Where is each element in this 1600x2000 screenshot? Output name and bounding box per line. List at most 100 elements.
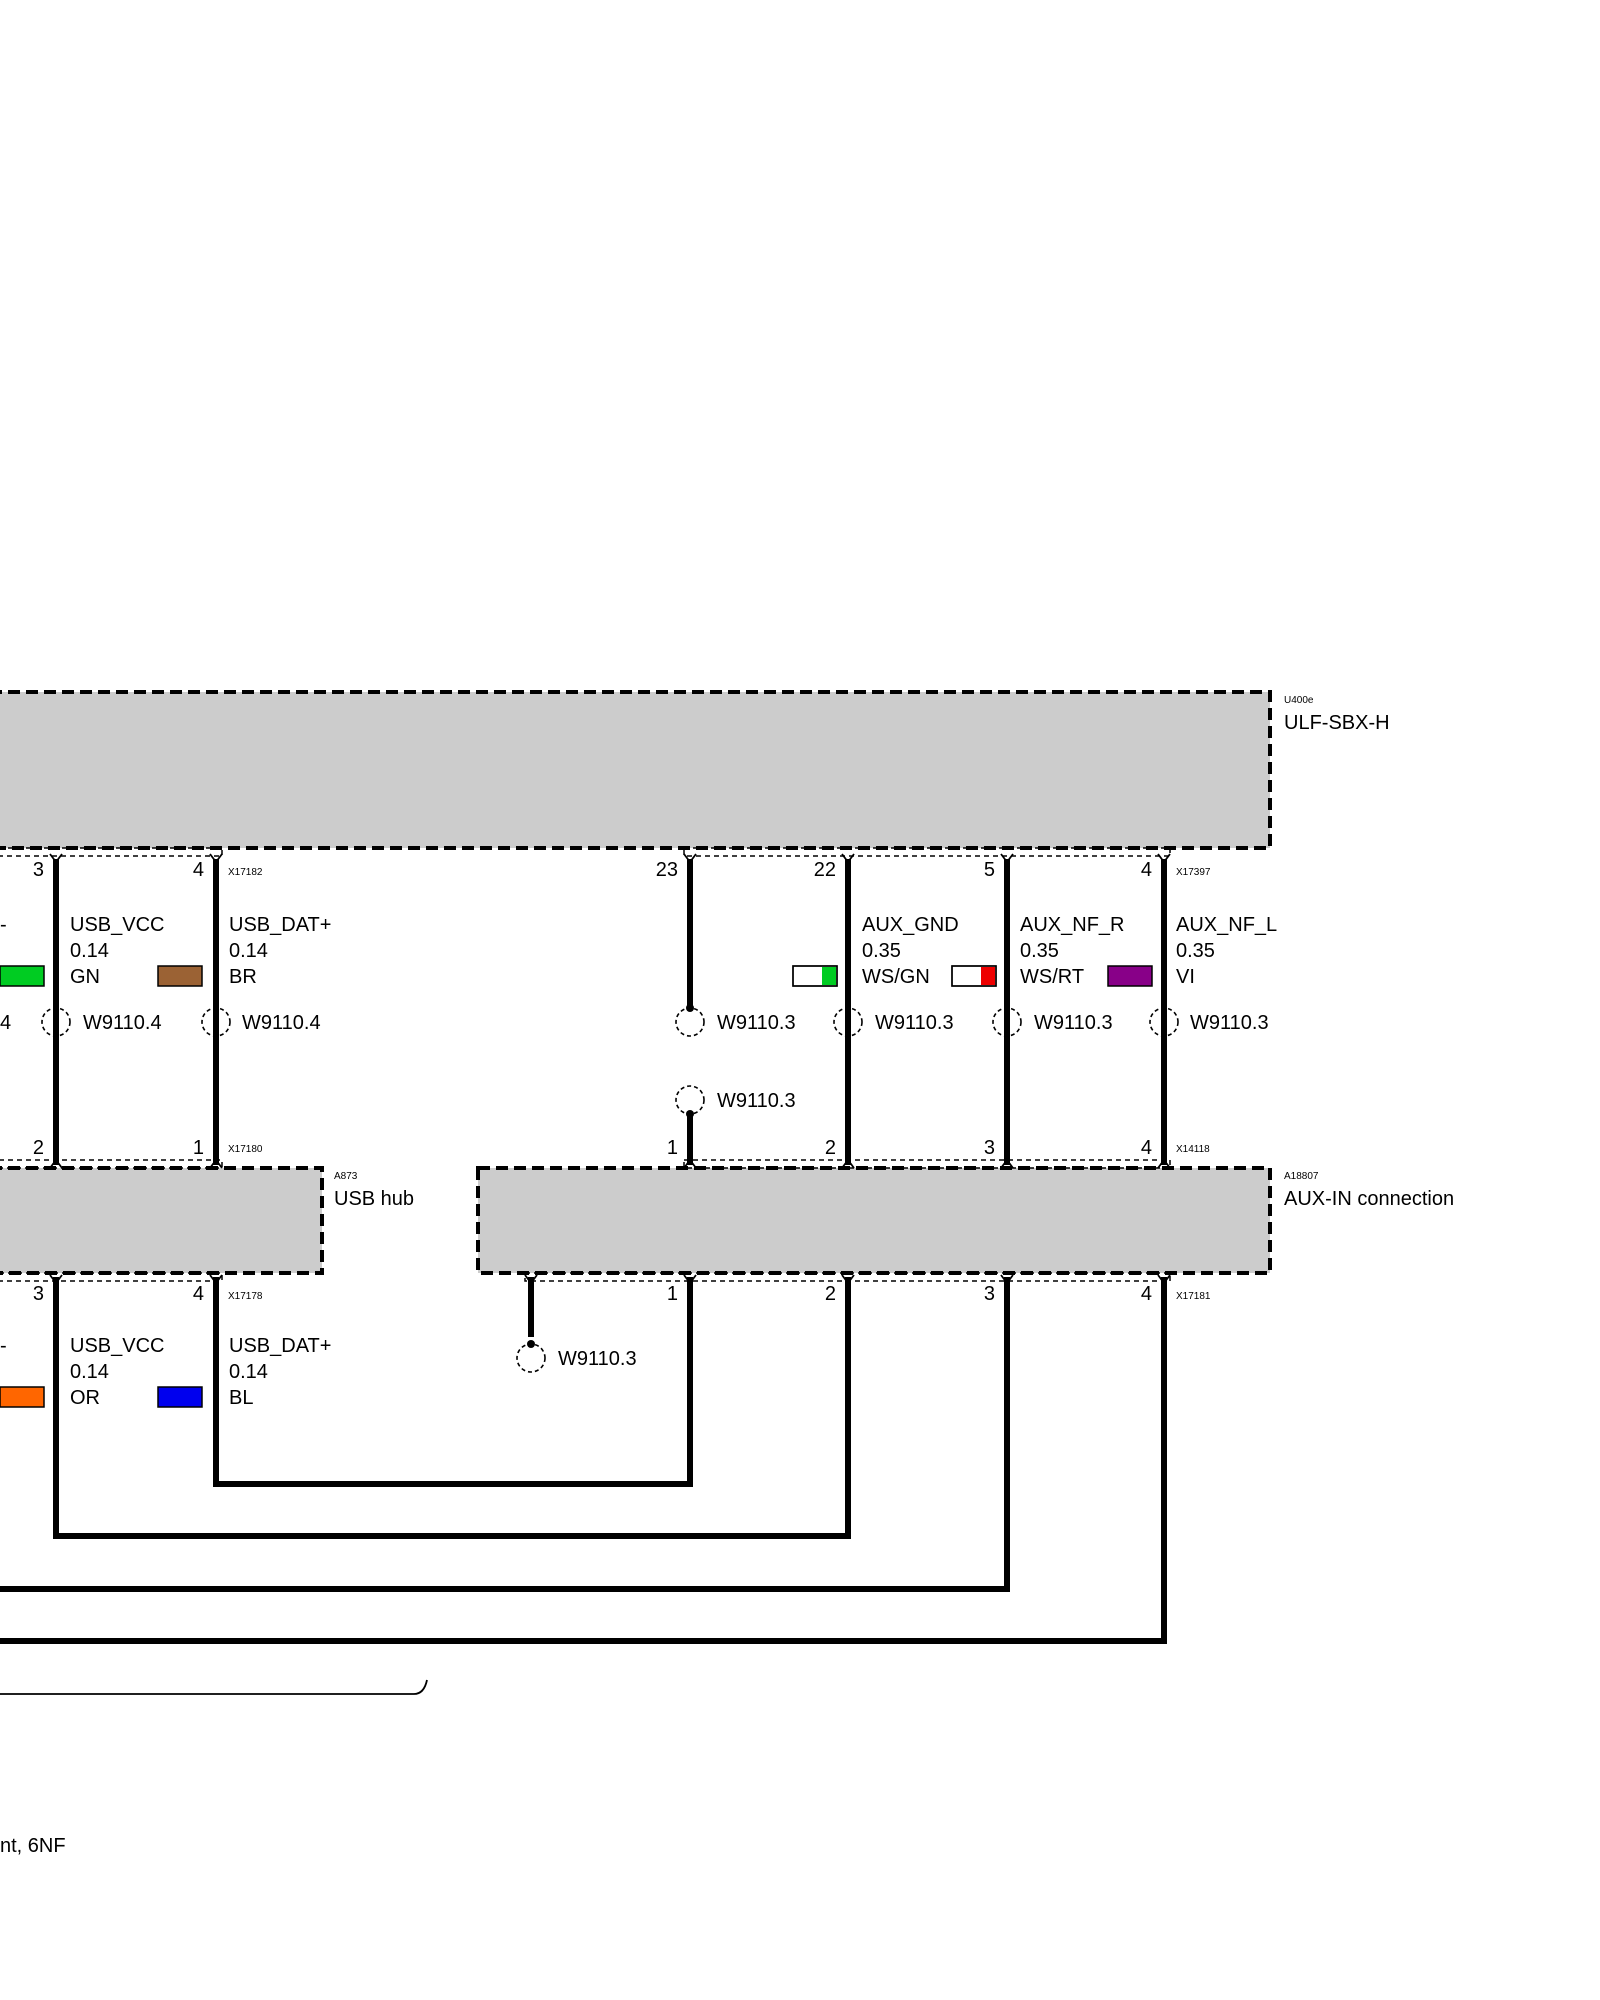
wires [0,859,1167,1644]
shield-dot [527,1340,535,1348]
connector-id-x17397: X17397 [1176,867,1211,878]
pin-number: 4 [1141,1283,1152,1305]
shield-symbol [675,1007,705,1037]
shield-label: W9110.3 [717,1012,796,1034]
wire-aux-nf-r-lower [0,1277,1010,1592]
shield-symbol [1149,1007,1179,1037]
wire-size-label: 0.35 [862,940,901,962]
wire-aux-nf-l-lower [0,1277,1167,1644]
pin-marker [1157,853,1171,864]
ulf-component-name: ULF-SBX-H [1284,712,1390,734]
wire-color-code: VI [1176,966,1195,988]
connector-id-x17180: X17180 [228,1144,263,1155]
shield-label: W9110.3 [1190,1012,1269,1034]
color-swatch-ws-rt-outline [951,965,997,987]
pin-marker [209,853,223,864]
connector-x17180-outline [0,1159,223,1169]
wire-signal-label: USB_DAT+ [229,1335,331,1357]
color-swatch-gn [0,965,45,987]
aux-in-component-id: A18807 [1284,1171,1319,1182]
usb-hub-component-name: USB hub [334,1188,414,1210]
pin-number: 23 [656,859,678,881]
connector-id-x17182: X17182 [228,867,263,878]
wire-signal-label: USB_VCC [70,1335,164,1357]
wire-signal-label: AUX_GND [862,914,959,936]
wire-color-code: BR [229,966,257,988]
pin-marker [841,1274,855,1285]
pin-number: 1 [667,1137,678,1159]
pin-marker [524,1274,538,1285]
pin-marker [841,1158,855,1169]
pin-marker [1000,1274,1014,1285]
wire-color-code: WS/GN [862,966,930,988]
pin-number: 2 [33,1137,44,1159]
shield-dot [686,1004,694,1012]
pin-marker [209,1274,223,1285]
shield-dot [686,1110,694,1118]
wire-size-label: 0.14 [229,1361,268,1383]
pin-number: 4 [193,859,204,881]
partial-label-pin: 4 [0,1012,11,1034]
wire-size-label: 0.14 [229,940,268,962]
pin-number: 3 [33,859,44,881]
pin-number: 1 [193,1137,204,1159]
ulf-component-id: U400e [1284,695,1314,706]
pin-number: 3 [33,1283,44,1305]
connector-id-x17178: X17178 [228,1291,263,1302]
shield-label: W9110.4 [83,1012,162,1034]
shield-label: W9110.3 [875,1012,954,1034]
shield-label: W9110.3 [1034,1012,1113,1034]
shield-symbol [833,1007,863,1037]
wire-signal-label: AUX_NF_L [1176,914,1277,936]
connector-x14118-outline [683,1159,1171,1169]
aux-in-component-name: AUX-IN connection [1284,1188,1454,1210]
shield-symbols-upper: W9110.4 W9110.4 W9110.3 W9110.3 W9110.3 … [41,1004,1269,1118]
pin-number: 1 [667,1283,678,1305]
shield-symbol [201,1007,231,1037]
pin-marker [1157,1158,1171,1169]
pin-markers [49,853,1171,1285]
connector-id-x17181: X17181 [1176,1291,1211,1302]
upper-wire-labels: USB_VCC 0.14 GN USB_DAT+ 0.14 BR AUX_GND… [0,914,1277,1034]
wire-color-code: WS/RT [1020,966,1084,988]
wire-color-code: OR [70,1387,100,1409]
aux-in-box [476,1166,1272,1275]
pin-number: 4 [193,1283,204,1305]
shield-label: W9110.3 [558,1348,637,1370]
wire-size-label: 0.14 [70,1361,109,1383]
wire-size-label: 0.35 [1020,940,1059,962]
shield-symbol [516,1343,546,1373]
pin-marker [49,1274,63,1285]
pin-marker [49,1158,63,1169]
pin-number: 2 [825,1137,836,1159]
wire-signal-label: USB_VCC [70,914,164,936]
partial-label-dash: - [0,1335,7,1357]
wire-size-label: 0.35 [1176,940,1215,962]
pin-number: 4 [1141,1137,1152,1159]
footer-partial-text: nt, 6NF [0,1835,66,1857]
shield-symbol [675,1085,705,1115]
upper-swatches [0,965,1153,987]
pin-numbers: 3 4 23 22 5 4 2 1 1 2 3 4 3 4 1 2 3 4 [33,859,1152,1305]
partial-label-dash: - [0,914,7,936]
color-swatch-bl [157,1386,203,1408]
wire-color-code: GN [70,966,100,988]
pin-number: 5 [984,859,995,881]
ulf-sbx-h-box [0,690,1272,850]
shield-label: W9110.4 [242,1012,321,1034]
usb-hub-component-id: A873 [334,1171,358,1182]
shield-symbol [992,1007,1022,1037]
pin-marker [683,1158,697,1169]
wire-usb-dat-lower [213,1277,693,1487]
wire-color-code: BL [229,1387,253,1409]
connector-x17178-outline [0,1272,223,1282]
pin-marker [209,1158,223,1169]
footer-bracket [0,1679,428,1695]
wire-signal-label: USB_DAT+ [229,914,331,936]
wire-usb-vcc-lower [53,1277,851,1539]
color-swatch-vi [1107,965,1153,987]
lower-wire-labels: - USB_VCC 0.14 OR USB_DAT+ 0.14 BL W9110… [0,1335,637,1409]
color-swatch-ws-rt-stripe [981,967,995,985]
wire-signal-label: AUX_NF_R [1020,914,1124,936]
